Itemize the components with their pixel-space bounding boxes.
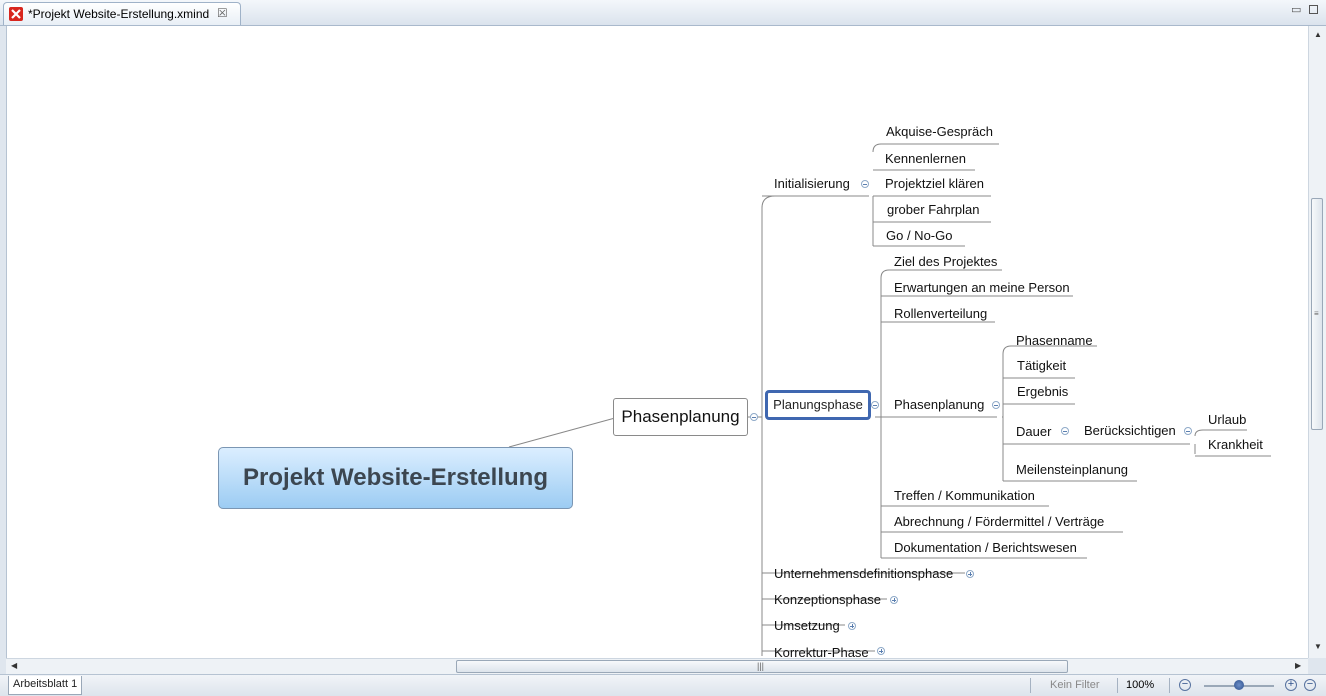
topic-phasenname[interactable]: Phasenname [1016, 333, 1093, 348]
status-separator [1117, 678, 1118, 693]
topic-umsetzung[interactable]: Umsetzung [774, 618, 840, 633]
topic-go-no-go[interactable]: Go / No-Go [886, 228, 953, 243]
zoom-level: 100% [1126, 679, 1155, 691]
scroll-down-arrow-icon[interactable]: ▼ [1314, 642, 1322, 651]
topic-phasenplanung-sub[interactable]: Phasenplanung [894, 397, 985, 412]
topic-planungsphase-selected[interactable]: Planungsphase [765, 390, 871, 420]
topic-unternehmensdefinitionsphase[interactable]: Unternehmensdefinitionsphase [774, 566, 954, 581]
main-topic-phasenplanung[interactable]: Phasenplanung [613, 398, 748, 436]
topic-dokumentation[interactable]: Dokumentation / Berichtswesen [894, 540, 1077, 555]
topic-urlaub[interactable]: Urlaub [1208, 412, 1247, 427]
topic-meilensteinplanung[interactable]: Meilensteinplanung [1016, 462, 1129, 477]
scroll-up-arrow-icon[interactable]: ▲ [1314, 30, 1322, 39]
collapse-toggle-icon[interactable] [1184, 427, 1192, 435]
expand-toggle-icon[interactable] [848, 622, 856, 630]
expand-toggle-icon[interactable] [877, 647, 885, 655]
editor-tab[interactable]: *Projekt Website-Erstellung.xmind ☒ [3, 2, 241, 25]
topic-konzeptionsphase[interactable]: Konzeptionsphase [774, 592, 881, 607]
vertical-scrollbar[interactable]: ▲ ≡ ▼ [1308, 26, 1326, 658]
tab-title: *Projekt Website-Erstellung.xmind [28, 7, 210, 21]
scroll-left-arrow-icon[interactable]: ◀ [11, 661, 18, 670]
collapse-toggle-icon[interactable] [750, 413, 758, 421]
topic-krankheit[interactable]: Krankheit [1208, 437, 1263, 452]
topic-ziel-des-projektes[interactable]: Ziel des Projektes [894, 254, 998, 269]
scroll-right-arrow-icon[interactable]: ▶ [1295, 661, 1302, 670]
vertical-scroll-thumb[interactable]: ≡ [1311, 198, 1323, 430]
topic-beruecksichtigen[interactable]: Berücksichtigen [1084, 423, 1176, 438]
topic-erwartungen[interactable]: Erwartungen an meine Person [894, 280, 1070, 295]
collapse-toggle-icon[interactable] [861, 180, 869, 188]
xmind-app-icon [9, 7, 23, 21]
central-topic[interactable]: Projekt Website-Erstellung [218, 447, 573, 509]
topic-rollenverteilung[interactable]: Rollenverteilung [894, 306, 988, 321]
mindmap-canvas[interactable]: Projekt Website-Erstellung Phasenplanung… [6, 26, 1309, 658]
topic-abrechnung[interactable]: Abrechnung / Fördermittel / Verträge [894, 514, 1105, 529]
topic-ergebnis[interactable]: Ergebnis [1017, 384, 1069, 399]
zoom-out-icon[interactable]: − [1179, 679, 1191, 691]
scroll-grip-icon: ≡ [1314, 309, 1319, 318]
zoom-in-icon[interactable]: + [1285, 679, 1297, 691]
zoom-out-icon[interactable]: − [1304, 679, 1316, 691]
topic-projektziel-klaeren[interactable]: Projektziel klären [885, 176, 984, 191]
maximize-icon[interactable] [1309, 5, 1318, 14]
sheet-tab[interactable]: Arbeitsblatt 1 [8, 676, 83, 695]
collapse-toggle-icon[interactable] [871, 401, 879, 409]
connector-lines [508, 143, 1271, 656]
horizontal-scroll-thumb[interactable]: ||| [456, 660, 1068, 673]
status-separator [1169, 678, 1170, 693]
editor-tab-bar: *Projekt Website-Erstellung.xmind ☒ ▭ [0, 0, 1326, 26]
topic-kennenlernen[interactable]: Kennenlernen [885, 151, 966, 166]
topic-taetigkeit[interactable]: Tätigkeit [1017, 358, 1067, 373]
topic-initialisierung[interactable]: Initialisierung [774, 176, 850, 191]
collapse-toggle-icon[interactable] [1061, 427, 1069, 435]
topic-treffen-kommunikation[interactable]: Treffen / Kommunikation [894, 488, 1035, 503]
topic-dauer[interactable]: Dauer [1016, 424, 1052, 439]
status-separator [1030, 678, 1031, 693]
status-bar: Arbeitsblatt 1 Kein Filter 100% − + − [0, 674, 1326, 696]
topic-akquise-gespraech[interactable]: Akquise-Gespräch [886, 124, 993, 139]
expand-toggle-icon[interactable] [890, 596, 898, 604]
collapse-toggle-icon[interactable] [992, 401, 1000, 409]
scroll-grip-icon: ||| [757, 661, 765, 671]
topic-grober-fahrplan[interactable]: grober Fahrplan [887, 202, 980, 217]
zoom-slider-thumb[interactable] [1234, 680, 1244, 690]
expand-toggle-icon[interactable] [966, 570, 974, 578]
horizontal-scrollbar[interactable]: ◀ ||| ▶ [6, 658, 1308, 674]
filter-status[interactable]: Kein Filter [1050, 679, 1100, 691]
close-icon[interactable]: ☒ [217, 6, 228, 20]
topic-korrektur-phase[interactable]: Korrektur-Phase [774, 645, 869, 658]
minimize-icon[interactable]: ▭ [1291, 4, 1302, 16]
